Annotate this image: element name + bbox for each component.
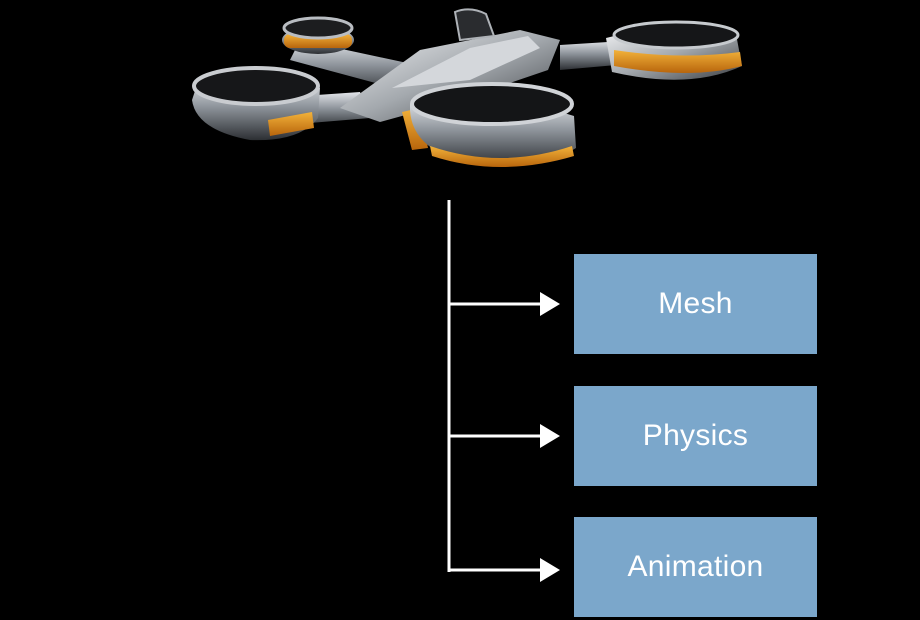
connector-tree bbox=[447, 200, 560, 582]
rotor-back-left bbox=[282, 16, 354, 54]
component-box-physics: Physics bbox=[574, 386, 817, 486]
arrowhead-mesh bbox=[540, 292, 560, 316]
component-label-physics: Physics bbox=[642, 419, 749, 452]
component-label-mesh: Mesh bbox=[658, 287, 733, 320]
rotor-back-right bbox=[606, 20, 742, 80]
component-box-animation: Animation bbox=[574, 517, 817, 617]
arrowhead-physics bbox=[540, 424, 560, 448]
component-box-mesh: Mesh bbox=[574, 254, 817, 354]
component-label-animation: Animation bbox=[627, 550, 764, 583]
rotor-front-left bbox=[192, 66, 320, 141]
arrowhead-animation bbox=[540, 558, 560, 582]
rotor-front-right bbox=[410, 82, 576, 167]
drone-illustration bbox=[192, 8, 742, 167]
